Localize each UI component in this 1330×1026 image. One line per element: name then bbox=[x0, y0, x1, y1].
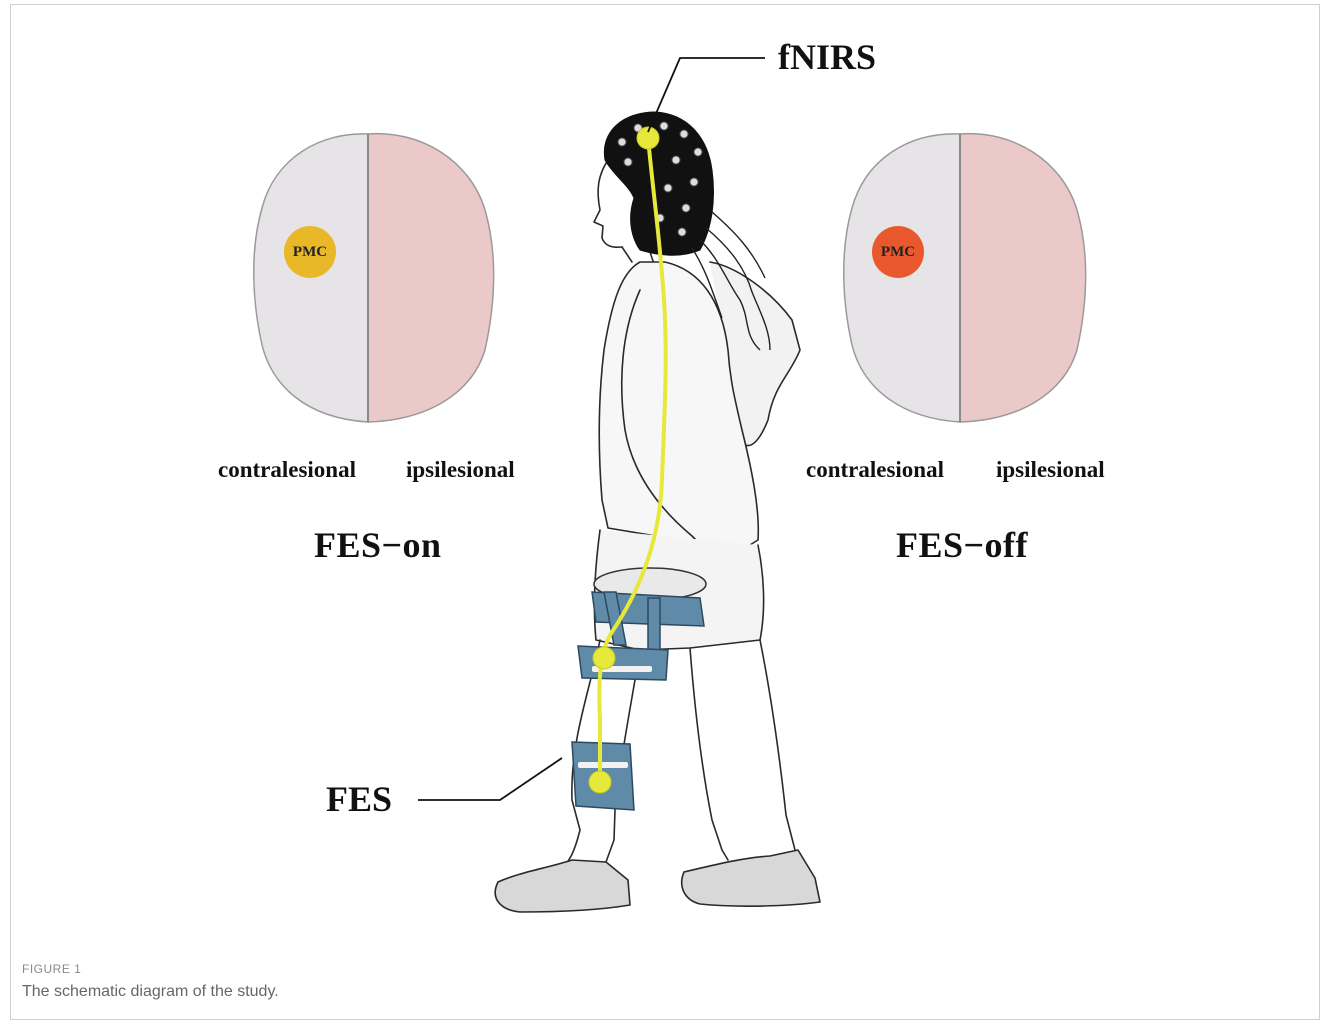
fes-callout-line bbox=[418, 758, 562, 800]
figure-caption: The schematic diagram of the study. bbox=[22, 983, 279, 1001]
right-brain-contralesional-label: contralesional bbox=[806, 457, 944, 483]
fes-on-condition-label: FES−on bbox=[314, 524, 442, 566]
figure-number: FIGURE 1 bbox=[22, 962, 81, 976]
pmc-label-left: PMC bbox=[293, 244, 327, 261]
left-brain-ipsilesional-label: ipsilesional bbox=[406, 457, 515, 483]
fnirs-label: fNIRS bbox=[778, 36, 876, 78]
pmc-region-right: PMC bbox=[872, 226, 924, 278]
walking-person-illustration bbox=[495, 160, 820, 912]
pmc-region-left: PMC bbox=[284, 226, 336, 278]
right-brain-ipsilesional-label: ipsilesional bbox=[996, 457, 1105, 483]
pmc-label-right: PMC bbox=[881, 244, 915, 261]
brain-left bbox=[254, 134, 494, 422]
fes-label: FES bbox=[326, 778, 392, 820]
brain-right bbox=[844, 134, 1086, 422]
brain-right-ipsilesional-hemisphere bbox=[960, 134, 1086, 422]
brain-right-contralesional-hemisphere bbox=[844, 134, 960, 422]
knee-node bbox=[593, 647, 615, 669]
fes-node bbox=[589, 771, 611, 793]
fes-off-condition-label: FES−off bbox=[896, 524, 1028, 566]
brain-left-ipsilesional-hemisphere bbox=[368, 134, 494, 422]
left-brain-contralesional-label: contralesional bbox=[218, 457, 356, 483]
